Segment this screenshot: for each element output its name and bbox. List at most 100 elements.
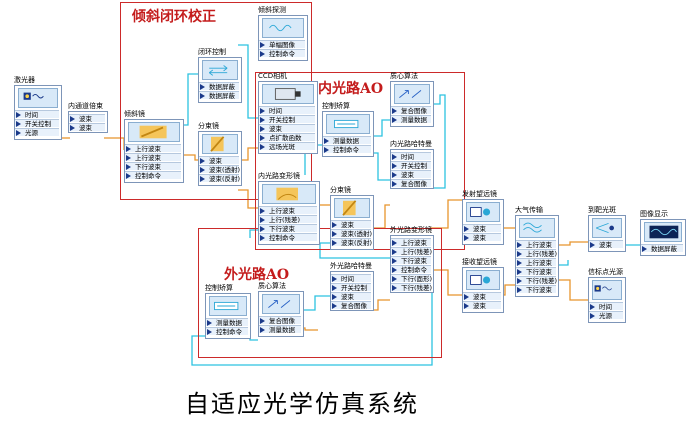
block-splitter1-port[interactable]: 波束(反射) (199, 174, 240, 183)
block-splitter2-port[interactable]: 波束(反射) (331, 238, 372, 247)
wire-control (372, 152, 390, 181)
block-outer-dm-port[interactable]: 控制命令 (391, 265, 431, 274)
block-splitter1-title: 分束镜 (198, 122, 219, 130)
block-splitter1-port[interactable]: 波束(透射) (199, 165, 240, 174)
block-atmosphere-port[interactable]: 下行波束 (516, 285, 556, 294)
block-outer-dm-port[interactable]: 上行波束 (391, 238, 431, 247)
block-inner-ctrl-port[interactable]: 控制命令 (323, 145, 371, 154)
block-ccd-port[interactable]: 点扩散函数 (259, 133, 315, 142)
block-rx-telescope[interactable]: 波束波束 (462, 267, 504, 313)
wire-control (555, 260, 569, 266)
block-tilt-mirror-port[interactable]: 控制命令 (125, 171, 181, 180)
block-outer-wfs-sensor-port[interactable]: 波束 (331, 292, 371, 301)
block-outer-wfs-sensor-port[interactable]: 复合图像 (331, 301, 371, 310)
block-outer-wfs[interactable]: 复合图像测量数据 (258, 291, 304, 337)
block-target[interactable]: 波束 (588, 215, 626, 252)
block-loop-ctrl-port[interactable]: 数据屏蔽 (199, 82, 239, 91)
block-outer-wfs-sensor-port[interactable]: 时间 (331, 274, 371, 283)
wire-control (238, 44, 258, 119)
block-laser-port[interactable]: 光源 (15, 128, 59, 137)
block-outer-dm-port[interactable]: 下行波束 (391, 256, 431, 265)
block-tx-telescope-title: 发射望远镜 (462, 190, 497, 198)
block-laser-icon (18, 88, 58, 108)
block-laser[interactable]: 时间开关控制光源 (14, 85, 62, 140)
block-target-port[interactable]: 波束 (589, 240, 623, 249)
block-inner-dm-port[interactable]: 上行(残差) (259, 215, 317, 224)
block-atmosphere-port[interactable]: 下行波束 (516, 267, 556, 276)
block-outer-dm[interactable]: 上行波束上行(残差)下行波束控制命令下行(面形)下行(残差) (390, 235, 434, 293)
block-tx-telescope-port[interactable]: 波束 (463, 233, 501, 242)
block-tilt-mirror-port[interactable]: 上行波束 (125, 153, 181, 162)
block-ccd-port[interactable]: 开关控制 (259, 115, 315, 124)
block-rx-telescope-port[interactable]: 波束 (463, 292, 501, 301)
block-inner-expander-port[interactable]: 波束 (69, 123, 105, 132)
block-inner-wfs-title: 质心算法 (390, 72, 418, 80)
block-tx-telescope[interactable]: 波束波束 (462, 199, 504, 245)
block-ccd-port[interactable]: 波束 (259, 124, 315, 133)
block-atmosphere[interactable]: 上行波束上行(残差)上行波束下行波束下行(残差)下行波束 (515, 215, 559, 297)
block-atmosphere-port[interactable]: 上行波束 (516, 258, 556, 267)
block-outer-ctrl-port[interactable]: 控制命令 (206, 327, 248, 336)
block-splitter1[interactable]: 波束波束(透射)波束(反射) (198, 131, 242, 186)
block-beacon-port[interactable]: 时间 (589, 302, 623, 311)
block-rx-telescope-icon (466, 270, 500, 290)
block-tilt-probe-port[interactable]: 控制命令 (259, 49, 305, 58)
block-image-display[interactable]: 数据屏蔽 (640, 219, 686, 256)
block-inner-wfs-sensor-port[interactable]: 时间 (391, 152, 431, 161)
block-tilt-mirror-port[interactable]: 上行波束 (125, 144, 181, 153)
block-inner-dm-port[interactable]: 下行波束 (259, 224, 317, 233)
block-beacon[interactable]: 时间光源 (588, 277, 626, 323)
block-tilt-mirror[interactable]: 上行波束上行波束下行波束控制命令 (124, 119, 184, 183)
block-atmosphere-port[interactable]: 上行波束 (516, 240, 556, 249)
block-inner-dm-icon (262, 184, 316, 204)
block-inner-dm-port[interactable]: 控制命令 (259, 233, 317, 242)
block-inner-wfs-sensor-port[interactable]: 波束 (391, 170, 431, 179)
block-tilt-mirror-port[interactable]: 下行波束 (125, 162, 181, 171)
block-tx-telescope-port[interactable]: 波束 (463, 224, 501, 233)
block-outer-dm-port[interactable]: 下行(残差) (391, 283, 432, 292)
block-outer-wfs-port[interactable]: 测量数据 (259, 325, 301, 334)
block-laser-port[interactable]: 开关控制 (15, 119, 59, 128)
block-outer-ctrl-port[interactable]: 测量数据 (206, 318, 248, 327)
block-inner-wfs-sensor-port[interactable]: 开关控制 (391, 161, 431, 170)
block-ccd-port[interactable]: 远场光斑 (259, 142, 315, 151)
block-inner-wfs-sensor[interactable]: 时间开关控制波束复合图像 (390, 149, 434, 189)
block-loop-ctrl-port[interactable]: 数据屏蔽 (199, 91, 239, 100)
block-splitter2[interactable]: 波束波束(透射)波束(反射) (330, 195, 374, 250)
block-outer-wfs-sensor[interactable]: 时间开关控制波束复合图像 (330, 271, 374, 311)
block-ccd-port[interactable]: 时间 (259, 106, 315, 115)
block-splitter2-icon (334, 198, 370, 218)
block-laser-port[interactable]: 时间 (15, 110, 59, 119)
block-atmosphere-port[interactable]: 上行(残差) (516, 249, 557, 258)
block-inner-wfs[interactable]: 复合图像测量数据 (390, 81, 434, 127)
block-tilt-probe[interactable]: 单幅图像控制命令 (258, 15, 308, 61)
block-outer-wfs-sensor-port[interactable]: 开关控制 (331, 283, 371, 292)
block-inner-wfs-port[interactable]: 复合图像 (391, 106, 431, 115)
block-inner-expander[interactable]: 波束波束 (68, 111, 108, 133)
block-outer-wfs-port[interactable]: 复合图像 (259, 316, 301, 325)
block-beacon-port[interactable]: 光源 (589, 311, 623, 320)
block-rx-telescope-title: 接收望远镜 (462, 258, 497, 266)
block-inner-ctrl-port[interactable]: 测量数据 (323, 136, 371, 145)
wire-control (372, 119, 390, 137)
block-ccd[interactable]: 时间开关控制波束点扩散函数远场光斑 (258, 81, 318, 154)
block-loop-ctrl[interactable]: 数据屏蔽数据屏蔽 (198, 57, 242, 103)
block-inner-dm[interactable]: 上行波束上行(残差)下行波束控制命令 (258, 181, 320, 245)
block-splitter2-port[interactable]: 波束(透射) (331, 229, 372, 238)
block-outer-ctrl[interactable]: 测量数据控制命令 (205, 293, 251, 339)
block-inner-wfs-icon (394, 84, 430, 104)
wire-control (300, 295, 330, 311)
block-splitter2-port[interactable]: 波束 (331, 220, 371, 229)
block-inner-dm-port[interactable]: 上行波束 (259, 206, 317, 215)
block-inner-ctrl[interactable]: 测量数据控制命令 (322, 111, 374, 157)
block-inner-expander-port[interactable]: 波束 (69, 114, 105, 123)
block-inner-wfs-port[interactable]: 测量数据 (391, 115, 431, 124)
block-rx-telescope-port[interactable]: 波束 (463, 301, 501, 310)
block-inner-wfs-sensor-port[interactable]: 复合图像 (391, 179, 431, 188)
block-atmosphere-port[interactable]: 下行(残差) (516, 276, 557, 285)
block-tilt-probe-port[interactable]: 单幅图像 (259, 40, 305, 49)
block-image-display-port[interactable]: 数据屏蔽 (641, 244, 683, 253)
block-outer-dm-port[interactable]: 下行(面形) (391, 274, 432, 283)
block-splitter1-port[interactable]: 波束 (199, 156, 239, 165)
block-outer-dm-port[interactable]: 上行(残差) (391, 247, 432, 256)
